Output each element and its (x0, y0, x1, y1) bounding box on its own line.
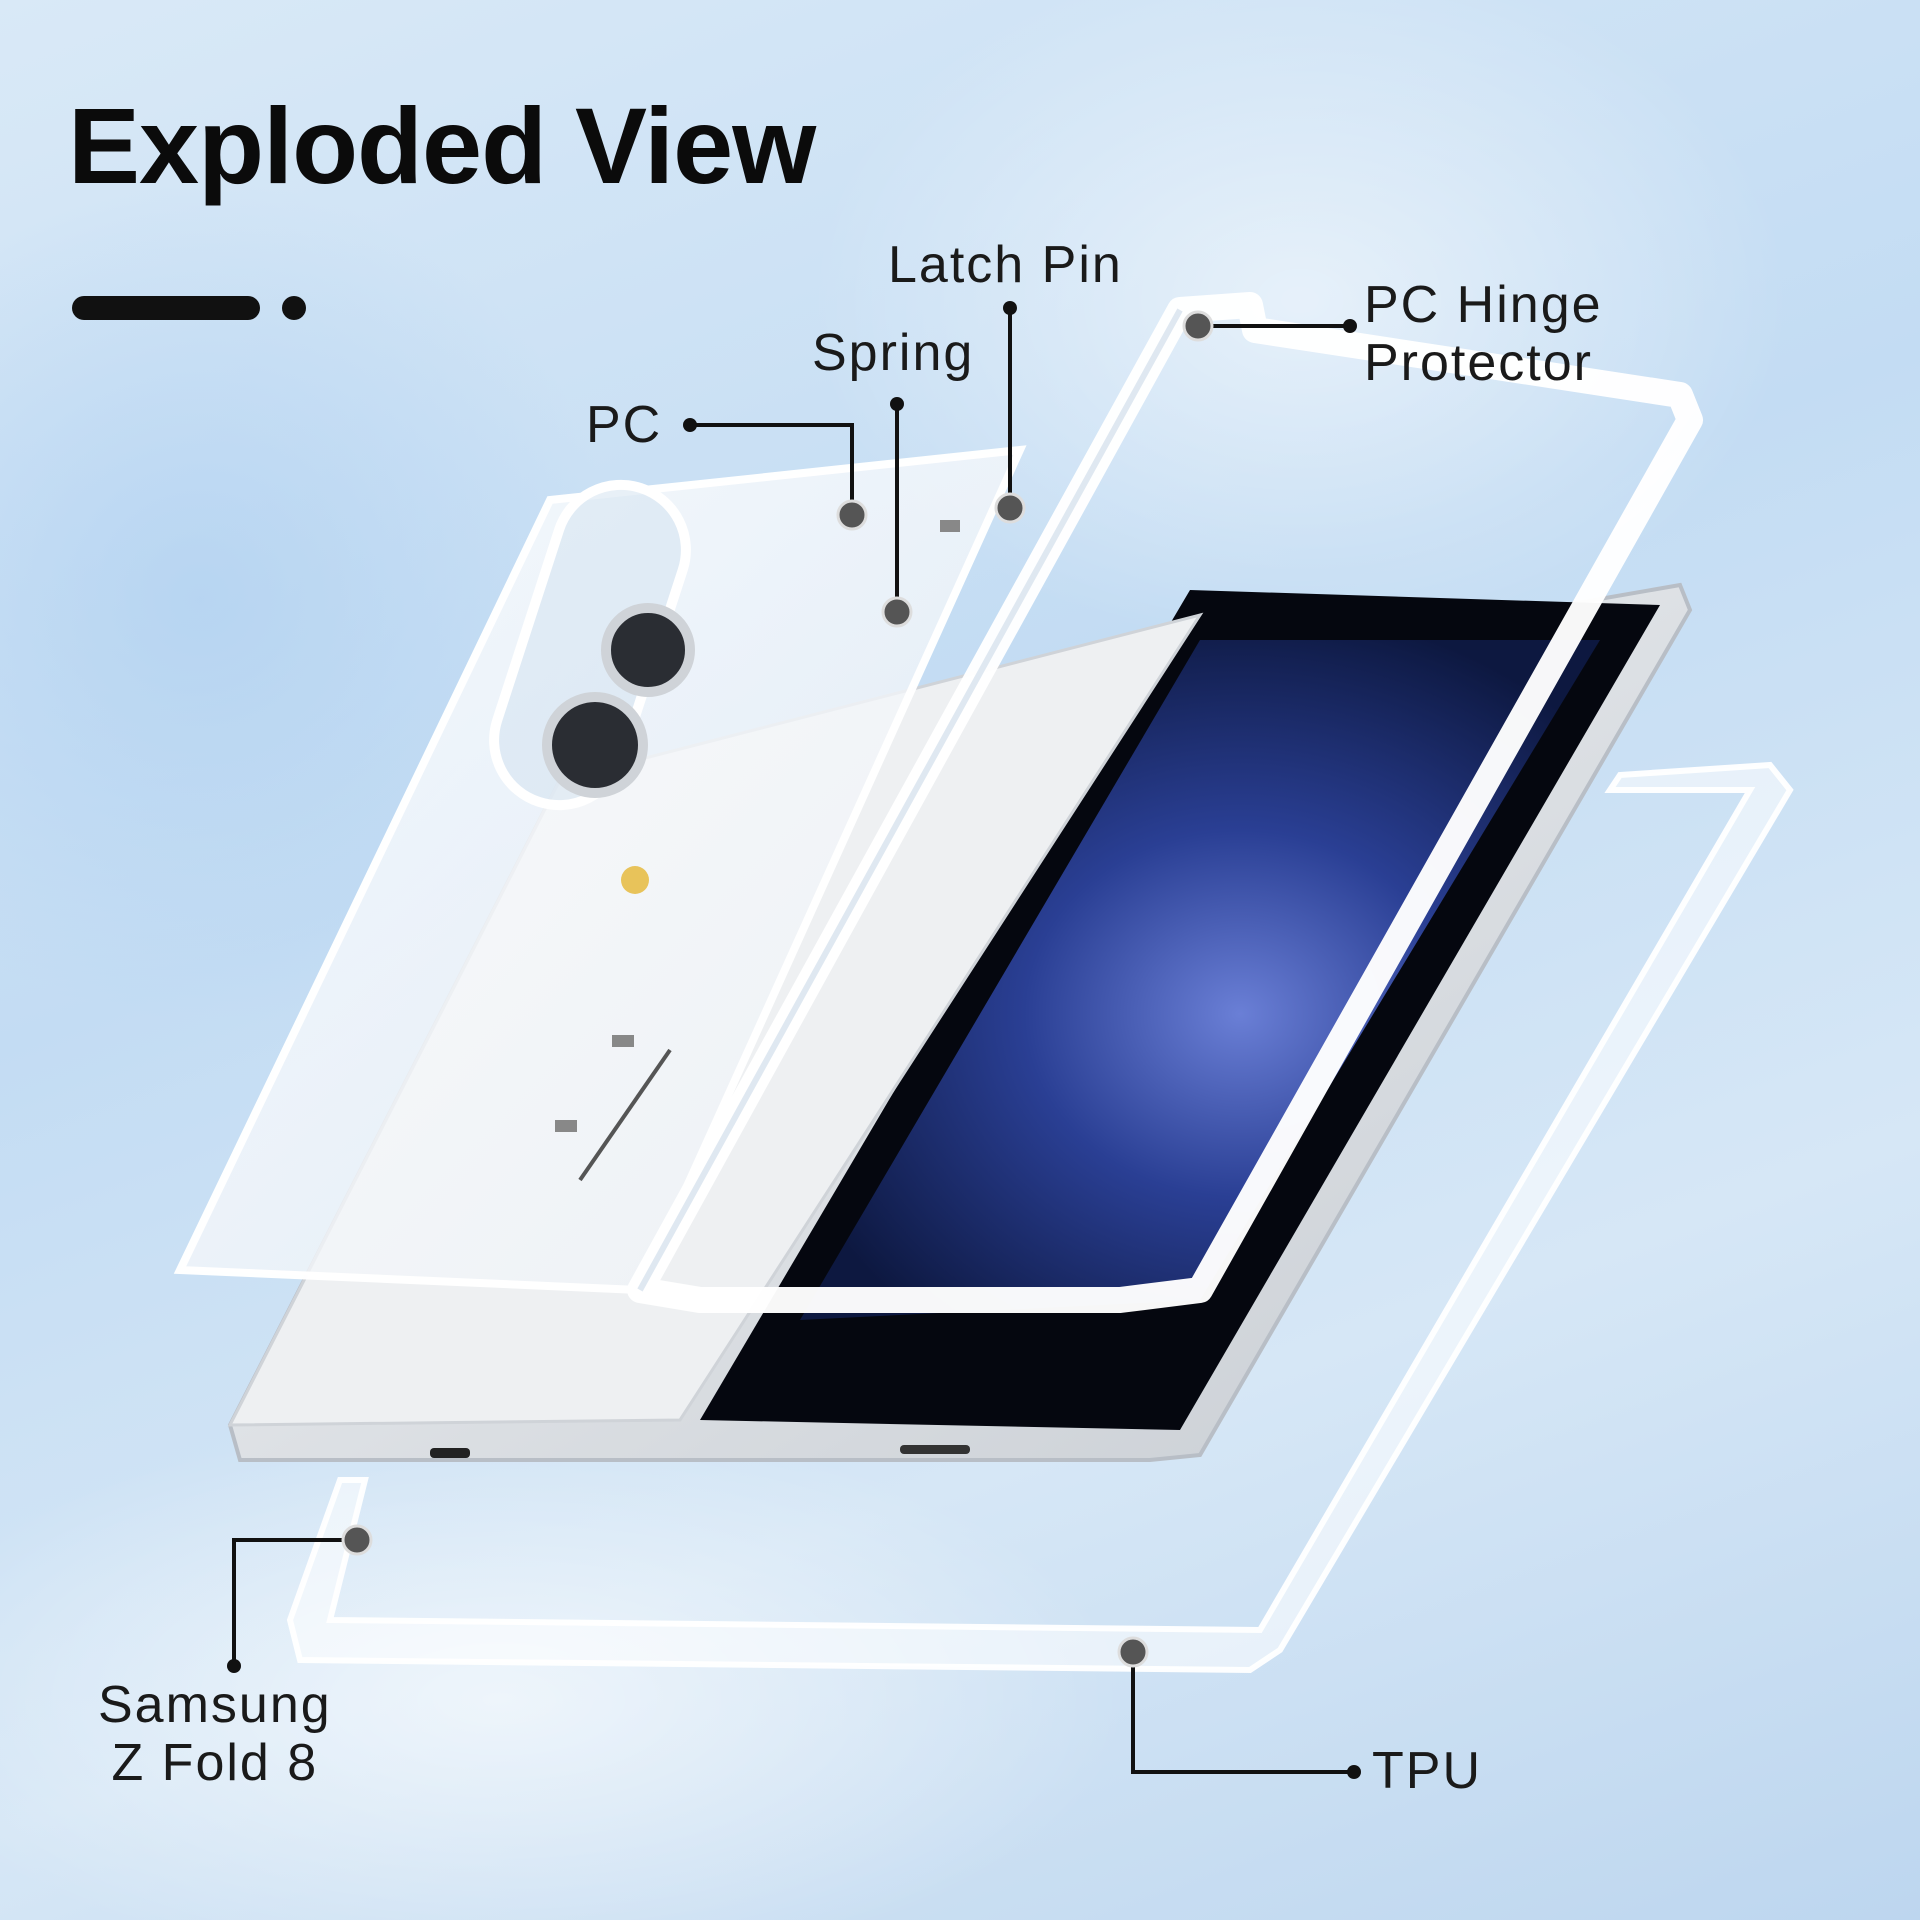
label-pc-hinge-protector: PC Hinge Protector (1364, 276, 1603, 393)
label-samsung-z-fold: Samsung Z Fold 8 (98, 1676, 332, 1793)
page-title: Exploded View (68, 85, 816, 206)
camera-lens-icon (601, 603, 695, 697)
camera-lens-icon (542, 692, 648, 798)
decorative-dot (282, 296, 306, 320)
pc-hinge-protector (627, 292, 1703, 1313)
callout-lines (232, 308, 1354, 1774)
pc-shell (173, 445, 1027, 1295)
callout-dots (227, 301, 1361, 1779)
label-pc: PC (586, 396, 663, 454)
decorative-bar (72, 296, 260, 320)
label-tpu: TPU (1372, 1742, 1482, 1800)
tpu-frame (286, 761, 1794, 1674)
label-spring: Spring (812, 324, 975, 382)
label-latch-pin: Latch Pin (888, 236, 1123, 294)
flash-icon (621, 866, 649, 894)
